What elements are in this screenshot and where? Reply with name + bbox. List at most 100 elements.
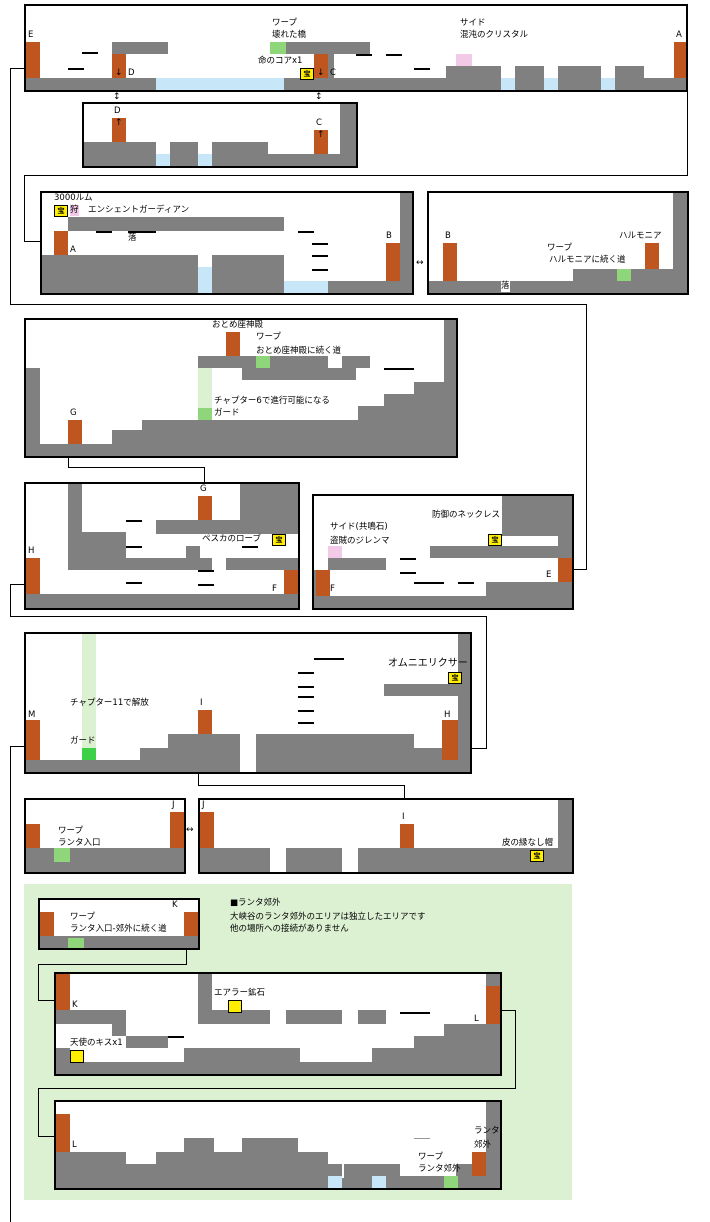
door-virgo[interactable] <box>226 332 240 356</box>
ground-tile <box>198 1010 270 1024</box>
door-K[interactable] <box>184 912 198 936</box>
warp-point-harmonia[interactable] <box>617 269 631 281</box>
side-name: 盗賊のジレンマ <box>330 536 390 546</box>
door-H[interactable] <box>442 720 458 760</box>
ground-tile <box>56 1152 126 1188</box>
ledge-platform <box>298 696 314 698</box>
door-G[interactable] <box>68 420 82 444</box>
connector-line <box>68 457 69 467</box>
connector-line <box>186 950 187 964</box>
ground-tile <box>126 1164 156 1188</box>
ledge-platform <box>414 582 444 584</box>
door-L[interactable] <box>486 986 500 1024</box>
ground-tile <box>26 594 298 608</box>
door-A[interactable] <box>674 42 686 78</box>
door-I[interactable] <box>400 824 414 848</box>
ledge-platform <box>312 269 328 271</box>
door-label: I <box>402 812 405 822</box>
ground-tile <box>84 142 156 166</box>
door-C[interactable] <box>314 54 328 78</box>
door-F[interactable] <box>316 570 330 596</box>
door-F[interactable] <box>284 570 298 594</box>
warp-point-lanta-outskirts-road[interactable] <box>68 938 84 948</box>
treasure-chest-icon[interactable]: 宝 <box>272 534 286 546</box>
door-M[interactable] <box>26 720 40 760</box>
warp-point-lanta[interactable] <box>54 848 70 862</box>
guard-marker[interactable] <box>82 748 96 760</box>
ledge-platform <box>168 1036 184 1038</box>
area-label: ランタ <box>474 1126 500 1136</box>
updown-arrow: ↕ <box>315 92 323 102</box>
map-room-4: 落 B ハルモニア ワープ ハルモニアに続く道 <box>427 191 689 295</box>
note-label: チャプター11で解放 <box>70 698 149 708</box>
warp-point-broken-bridge[interactable] <box>270 42 286 54</box>
water-tile <box>198 267 212 293</box>
water-tile <box>372 1176 386 1188</box>
ground-tile <box>673 193 687 281</box>
connector-line <box>38 964 187 965</box>
ground-tile <box>156 1152 214 1188</box>
door-label: G <box>200 484 207 494</box>
ground-tile <box>328 281 412 293</box>
door-E[interactable] <box>26 42 40 78</box>
door-B[interactable] <box>443 243 457 281</box>
door-label: F <box>272 584 277 594</box>
updown-arrow: ↕ <box>113 92 121 102</box>
guard-marker[interactable] <box>198 408 212 420</box>
water-tile <box>601 78 615 90</box>
boss-mark: 狩 <box>70 205 79 216</box>
treasure-chest-icon[interactable]: 宝 <box>448 672 462 684</box>
ground-tile <box>384 684 470 696</box>
ground-tile <box>26 368 40 444</box>
treasure-chest-icon[interactable]: 宝 <box>54 205 68 217</box>
ground-tile <box>256 734 414 772</box>
ground-tile <box>56 1062 500 1074</box>
door-K[interactable] <box>56 974 70 1010</box>
door-I[interactable] <box>198 710 212 734</box>
ledge-platform <box>414 68 430 70</box>
door-lanta-outskirts[interactable] <box>472 1152 486 1176</box>
ground-tile <box>342 356 370 368</box>
map-room-7: 防御のネックレス 宝 サイド(共鳴石) 盗賊のジレンマ F E <box>312 494 574 610</box>
ground-tile <box>56 1048 70 1062</box>
door-lanta-entry[interactable] <box>26 824 40 848</box>
map-room-6: ペスカのローブ 宝 G H F <box>24 482 300 610</box>
door-J[interactable] <box>170 812 184 848</box>
door-harmonia[interactable] <box>645 243 659 269</box>
treasure-chest-icon[interactable]: 宝 <box>488 534 502 546</box>
door-H[interactable] <box>26 558 40 594</box>
kiss-item-icon[interactable] <box>70 1050 84 1063</box>
warp-point-lanta-outskirts[interactable] <box>444 1176 458 1188</box>
side-quest-marker[interactable] <box>328 546 342 558</box>
connector-line <box>10 304 586 305</box>
door-L[interactable] <box>56 1114 70 1152</box>
water-tile <box>156 78 284 90</box>
ledge-platform <box>314 658 344 660</box>
door-C[interactable] <box>314 130 328 154</box>
ledge-platform <box>386 54 402 56</box>
treasure-chest-icon[interactable]: 宝 <box>300 68 314 80</box>
door-G[interactable] <box>198 496 212 520</box>
down-arrow: ↓ <box>115 68 123 78</box>
ore-item-icon[interactable] <box>228 1000 242 1013</box>
ground-tile <box>26 444 456 456</box>
map-room-3: 3000ルム 宝 狩 エンシェントガーディアン 落 A B <box>40 191 414 295</box>
door-D[interactable] <box>112 54 126 78</box>
treasure-chest-icon[interactable]: 宝 <box>530 850 544 862</box>
door-label: H <box>28 546 35 556</box>
side-quest-marker[interactable] <box>456 54 472 66</box>
door-B[interactable] <box>386 243 400 281</box>
door-E[interactable] <box>558 558 572 582</box>
connector-line <box>38 1000 54 1001</box>
ledge-platform <box>96 231 112 233</box>
ledge-platform <box>298 710 314 712</box>
door-A[interactable] <box>54 231 68 255</box>
door-J[interactable] <box>200 812 214 848</box>
connector-line <box>10 746 25 747</box>
warp-point-virgo[interactable] <box>256 356 270 368</box>
door-D[interactable] <box>112 118 126 142</box>
door-lanta-entry[interactable] <box>40 912 54 936</box>
connector-line <box>687 90 688 175</box>
ground-tile <box>168 734 240 760</box>
door-label: D <box>128 68 135 78</box>
